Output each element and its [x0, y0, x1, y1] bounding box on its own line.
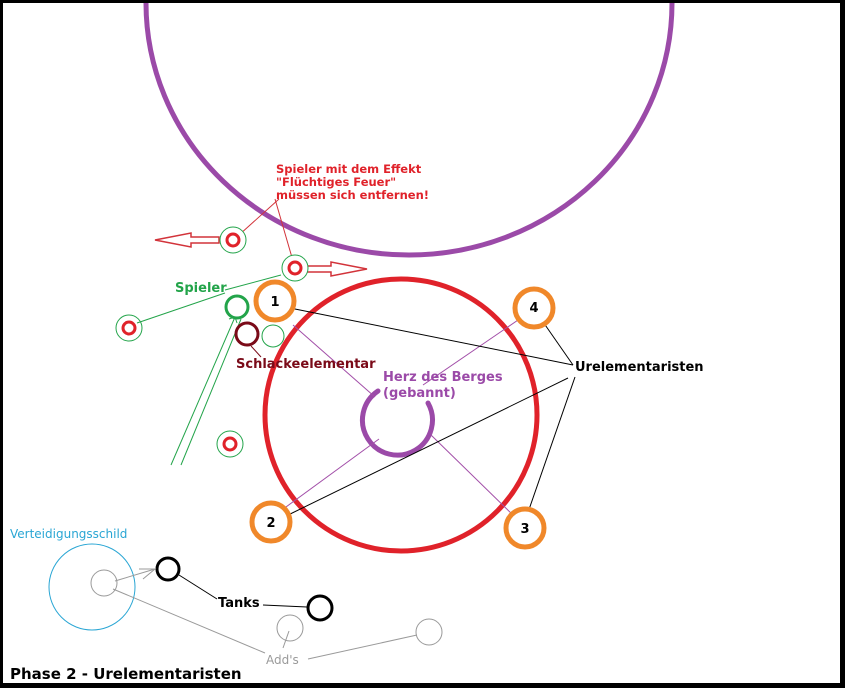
tank-ring-1	[155, 556, 181, 582]
marker-circle-1	[253, 279, 297, 323]
defense-shield-circle	[48, 543, 136, 631]
tanks-label: Tanks	[218, 596, 260, 611]
player-fire-2	[281, 254, 309, 282]
slag-connector-line	[250, 345, 262, 358]
marker-label-1: 1	[270, 295, 279, 310]
marker-label-4: 4	[529, 301, 538, 316]
player-fire-1	[219, 226, 247, 254]
boss-area-circle	[143, 3, 675, 258]
effect-label-line3: müssen sich entfernen!	[276, 188, 429, 202]
effect-connector-lines	[238, 198, 294, 262]
player-ring	[224, 294, 250, 320]
marker-circle-2	[249, 500, 293, 544]
effect-label-line1: Spieler mit dem Effekt	[276, 162, 422, 176]
tank-ring-2	[306, 594, 334, 622]
marker-circle-4	[512, 286, 556, 330]
shield-add-ring	[90, 569, 118, 597]
primal-elementalists-label: Urelementaristen	[575, 360, 704, 375]
players-label: Spieler	[175, 281, 227, 296]
move-arrow-right	[306, 261, 368, 277]
page-title: Phase 2 - Urelementaristen	[10, 665, 242, 683]
player-connector-lines	[136, 274, 282, 466]
effect-label-line2: "Flüchtiges Feuer"	[276, 175, 396, 189]
diagram-canvas: 1 4 2 3	[10, 3, 704, 683]
heart-area-circle	[262, 276, 540, 554]
heart-label-line2: (gebannt)	[383, 386, 456, 401]
heart-connector-lines	[274, 317, 522, 518]
adds-label: Add's	[266, 653, 299, 667]
tank-connector-lines	[178, 574, 308, 608]
add-ring-1	[276, 614, 304, 642]
heart-label-line1: Herz des Berges	[383, 370, 503, 385]
primal-connector-lines	[281, 306, 576, 522]
add-connector-lines	[112, 588, 418, 660]
player-fire-3	[115, 314, 143, 342]
add-ring-2	[415, 618, 443, 646]
marker-circle-3	[503, 506, 547, 550]
marker-label-3: 3	[520, 522, 529, 537]
tank-arrow-lines	[114, 568, 157, 582]
player-ring-faint	[261, 324, 285, 348]
player-fire-4	[216, 430, 244, 458]
marker-label-2: 2	[266, 516, 275, 531]
defense-shield-label: Verteidigungsschild	[10, 527, 127, 541]
heart-spiral-icon	[359, 388, 435, 458]
slag-elemental-ring	[234, 321, 260, 347]
move-arrow-left	[154, 232, 220, 248]
slag-elemental-label: Schlackeelementar	[236, 357, 376, 372]
